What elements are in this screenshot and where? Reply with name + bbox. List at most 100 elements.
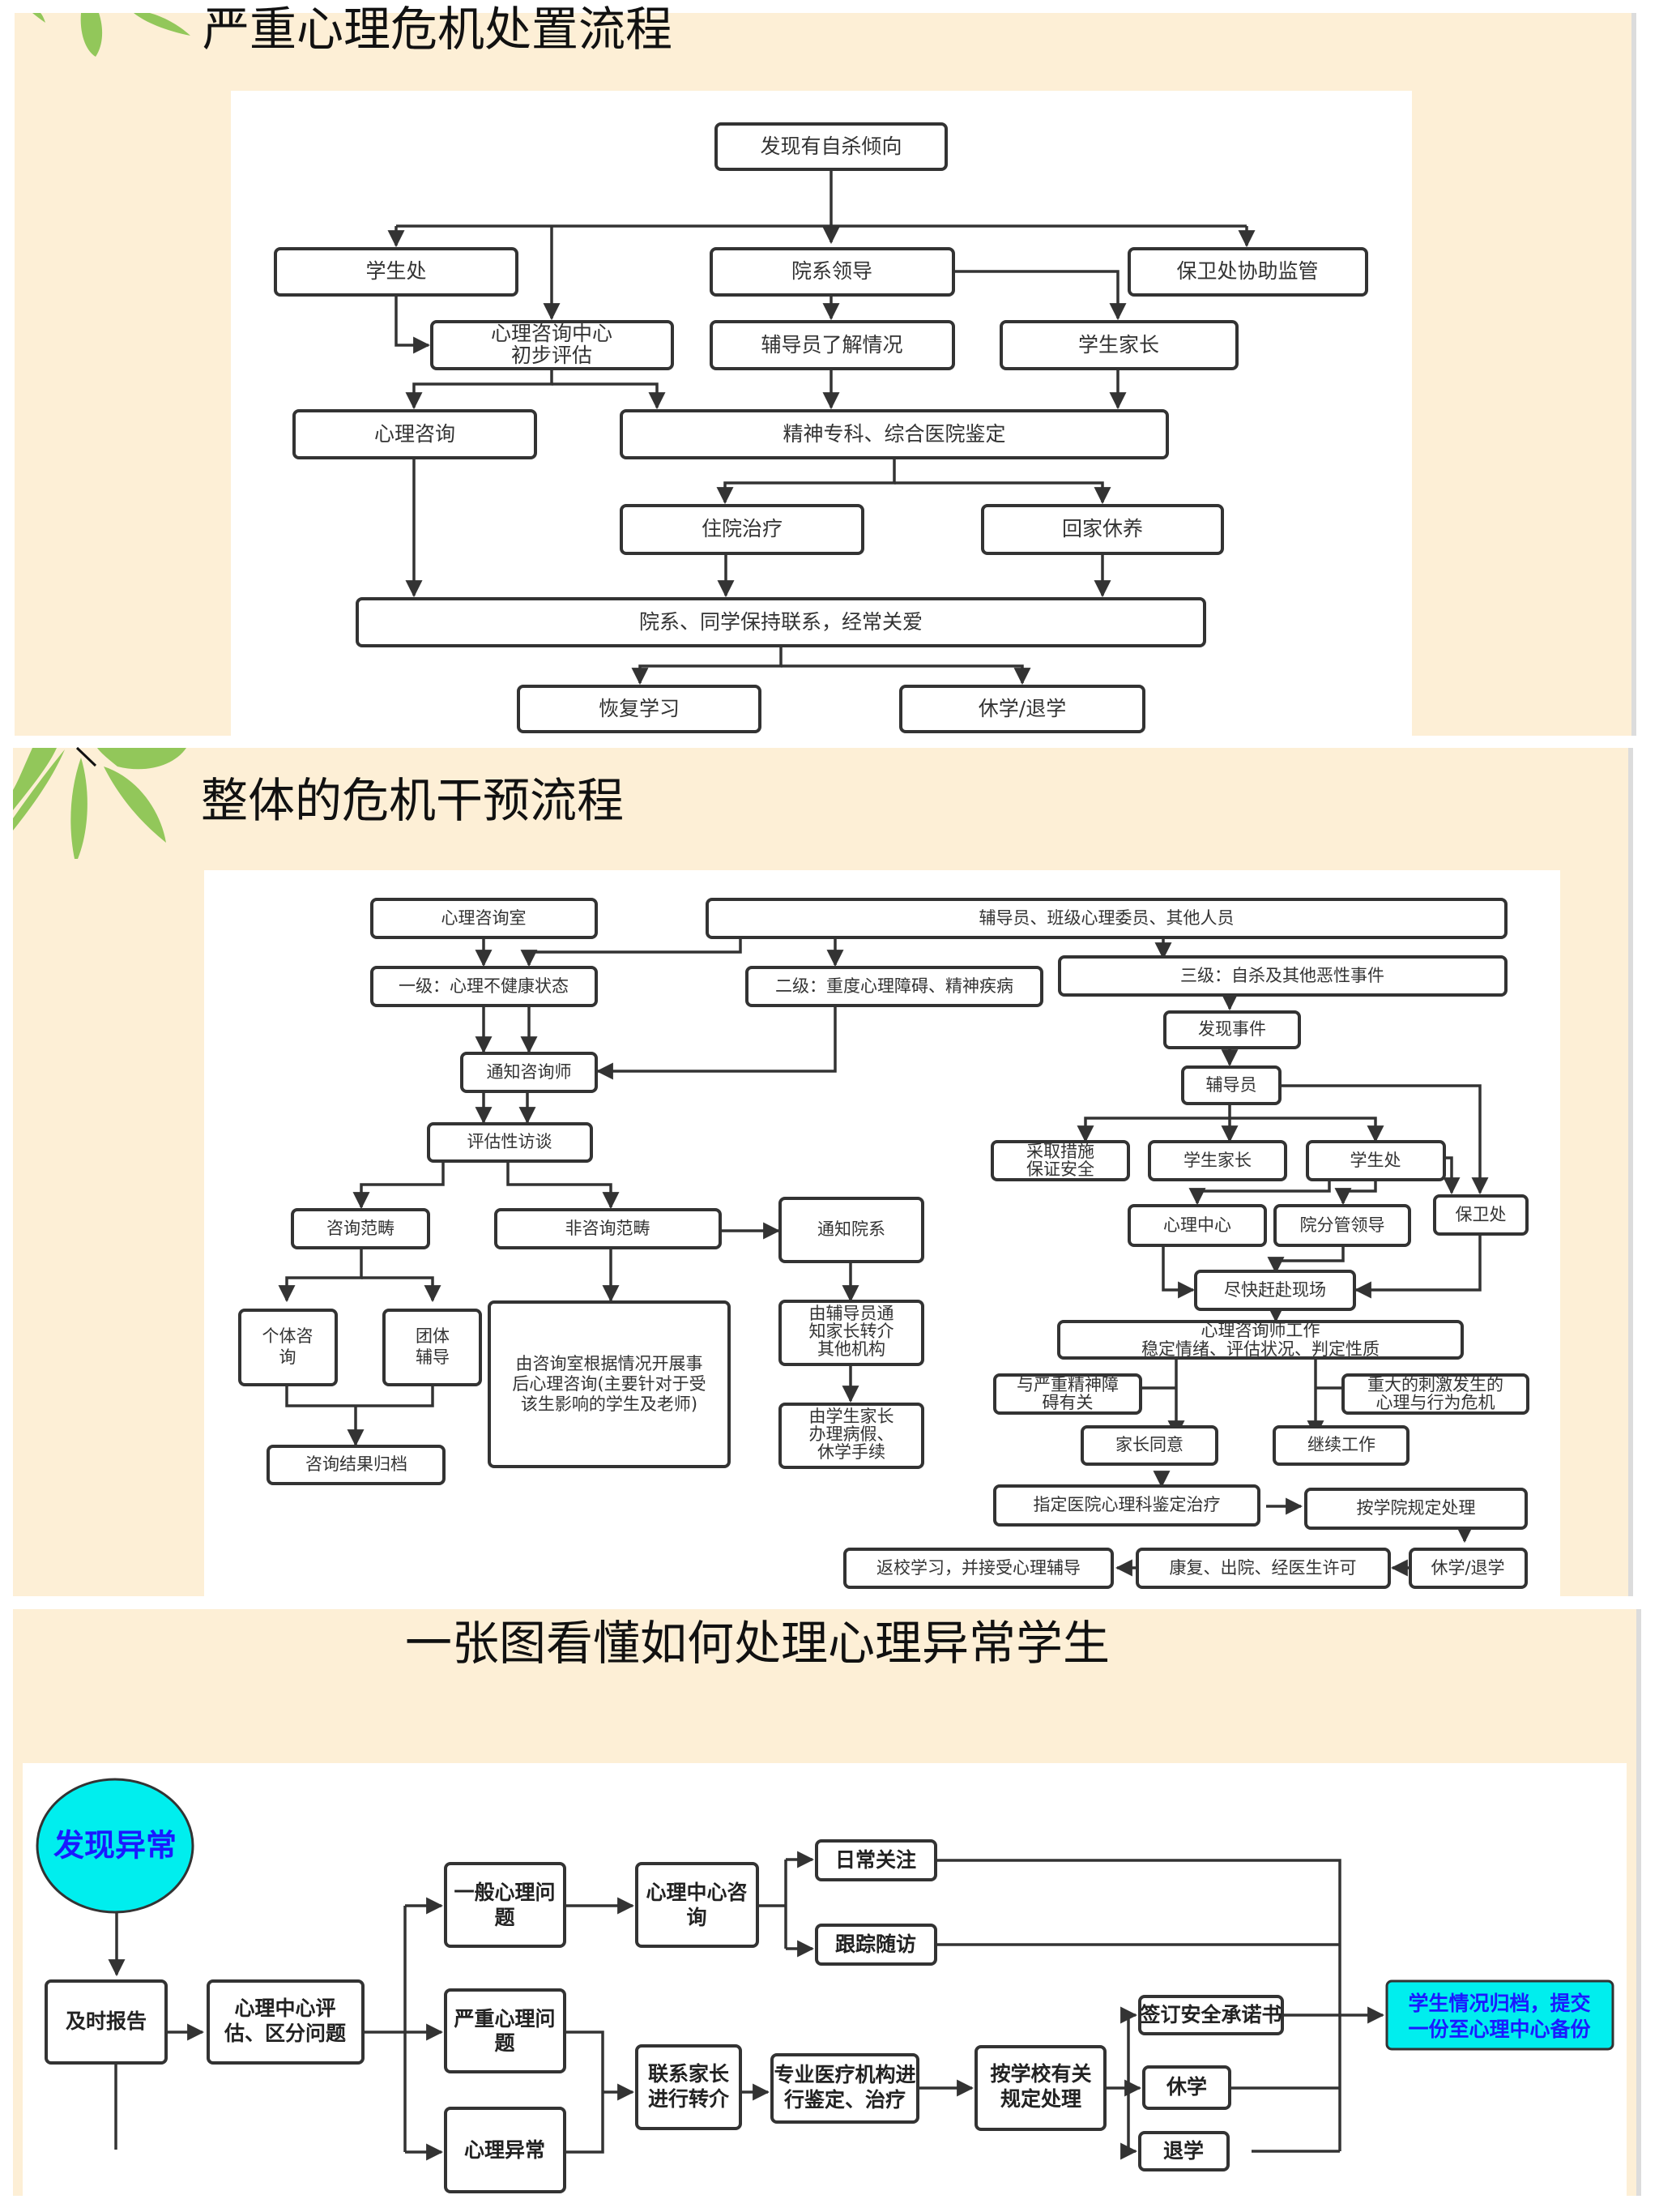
node-counseling-room[interactable]: 心理咨询室: [370, 898, 598, 939]
node-home-rest[interactable]: 回家休养: [981, 504, 1224, 555]
node-dept-leader-2[interactable]: 院分管领导: [1273, 1204, 1411, 1247]
svg-text:休学手续: 休学手续: [817, 1442, 885, 1462]
svg-text:题: 题: [494, 2031, 514, 2055]
node-hospitalization[interactable]: 住院治疗: [620, 504, 864, 555]
svg-text:心理咨询师工作: 心理咨询师工作: [1201, 1321, 1320, 1340]
node-recovery-discharge[interactable]: 康复、出院、经医生许可: [1136, 1548, 1391, 1589]
panel-overall-intervention: 整体的危机干预流程: [13, 746, 1633, 1596]
node-suspend-withdraw-2[interactable]: 休学/退学: [1409, 1548, 1528, 1589]
node-counseling[interactable]: 心理咨询: [292, 409, 537, 459]
node-assessment-interview[interactable]: 评估性访谈: [427, 1122, 593, 1163]
node-college-rules[interactable]: 按学院规定处理: [1304, 1488, 1528, 1530]
svg-text:学生家长: 学生家长: [1183, 1151, 1252, 1170]
svg-text:稳定情绪、评估状况、判定性质: 稳定情绪、评估状况、判定性质: [1141, 1339, 1380, 1359]
node-withdraw-school[interactable]: 退学: [1138, 2131, 1230, 2171]
svg-text:一级：心理不健康状态: 一级：心理不健康状态: [399, 976, 569, 996]
node-archive-submit[interactable]: 学生情况归档，提交 一份至心理中心备份: [1385, 1979, 1614, 2051]
panel-title: 严重心理危机处置流程: [203, 2, 672, 57]
node-mental-abnormality[interactable]: 心理异常: [444, 2107, 566, 2193]
node-suspend-school[interactable]: 休学: [1142, 2065, 1231, 2110]
node-counselor-investigate[interactable]: 辅导员了解情况: [710, 320, 955, 370]
svg-text:询: 询: [686, 1906, 706, 1929]
node-counseling-scope[interactable]: 咨询范畴: [291, 1208, 430, 1249]
node-suspend-withdraw[interactable]: 休学/退学: [899, 685, 1145, 733]
node-counselor[interactable]: 辅导员: [1181, 1065, 1282, 1105]
node-rush-to-scene[interactable]: 尽快赶赴现场: [1194, 1270, 1356, 1311]
node-continue-work[interactable]: 继续工作: [1273, 1425, 1410, 1466]
node-archive-results[interactable]: 咨询结果归档: [267, 1445, 446, 1485]
edges-flow: [108, 1851, 1385, 2161]
node-event-found[interactable]: 发现事件: [1163, 1010, 1301, 1049]
svg-text:办理病假、: 办理病假、: [809, 1424, 894, 1444]
node-parent-consent[interactable]: 家长同意: [1081, 1425, 1218, 1466]
svg-text:评估性访谈: 评估性访谈: [467, 1132, 552, 1151]
node-hospital-assessment[interactable]: 精神专科、综合医院鉴定: [620, 409, 1169, 459]
node-keep-contact[interactable]: 院系、同学保持联系，经常关爱: [356, 597, 1206, 647]
node-hospital-treatment[interactable]: 指定医院心理科鉴定治疗: [993, 1484, 1260, 1527]
node-report-promptly[interactable]: 及时报告: [45, 1979, 168, 2065]
node-psych-center[interactable]: 心理中心: [1128, 1204, 1267, 1247]
svg-text:指定医院心理科鉴定治疗: 指定医院心理科鉴定治疗: [1034, 1495, 1221, 1514]
node-dept-leader[interactable]: 院系领导: [710, 247, 955, 297]
node-level-3[interactable]: 三级：自杀及其他恶性事件: [1058, 955, 1508, 997]
svg-text:团体: 团体: [416, 1326, 450, 1346]
node-safety-pledge[interactable]: 签订安全承诺书: [1138, 1995, 1284, 2035]
node-resume-study[interactable]: 恢复学习: [517, 685, 761, 733]
svg-text:返校学习，并接受心理辅导: 返校学习，并接受心理辅导: [876, 1558, 1081, 1578]
svg-text:询: 询: [279, 1347, 296, 1367]
node-level-1[interactable]: 一级：心理不健康状态: [370, 966, 598, 1007]
svg-text:跟踪随访: 跟踪随访: [835, 1932, 916, 1956]
node-follow-up[interactable]: 跟踪随访: [815, 1924, 937, 1966]
svg-text:规定处理: 规定处理: [1000, 2087, 1081, 2111]
node-student-affairs-2[interactable]: 学生处: [1306, 1140, 1446, 1181]
svg-text:按学院规定处理: 按学院规定处理: [1357, 1498, 1476, 1518]
svg-text:知家长转介: 知家长转介: [809, 1322, 894, 1341]
svg-text:其他机构: 其他机构: [817, 1339, 885, 1359]
svg-text:休学/退学: 休学/退学: [979, 697, 1066, 720]
node-security[interactable]: 保卫处: [1433, 1194, 1529, 1236]
node-discover-suicidal[interactable]: 发现有自杀倾向: [714, 122, 948, 171]
node-notify-dept[interactable]: 通知院系: [778, 1197, 924, 1263]
node-return-to-school[interactable]: 返校学习，并接受心理辅导: [843, 1548, 1114, 1589]
node-daily-attention[interactable]: 日常关注: [815, 1839, 937, 1881]
svg-text:发现事件: 发现事件: [1198, 1019, 1266, 1039]
svg-text:院系、同学保持联系，经常关爱: 院系、同学保持联系，经常关爱: [639, 610, 923, 634]
node-level-2[interactable]: 二级：重度心理障碍、精神疾病: [745, 966, 1043, 1007]
node-parents-2[interactable]: 学生家长: [1148, 1140, 1287, 1181]
svg-text:严重心理问: 严重心理问: [454, 2007, 555, 2031]
svg-text:发现异常: 发现异常: [53, 1828, 177, 1864]
node-non-counseling-scope[interactable]: 非咨询范畴: [494, 1208, 722, 1249]
node-notify-counselor[interactable]: 通知咨询师: [460, 1052, 598, 1093]
svg-text:联系家长: 联系家长: [648, 2062, 730, 2086]
svg-text:估、区分问题: 估、区分问题: [224, 2022, 346, 2045]
node-parents[interactable]: 学生家长: [1000, 320, 1239, 370]
bamboo-leaf-icon: [13, 746, 186, 859]
panel-edge: [1631, 13, 1636, 736]
node-security-supervision[interactable]: 保卫处协助监管: [1128, 247, 1368, 297]
svg-text:退学: 退学: [1163, 2139, 1204, 2163]
node-discover-abnormal[interactable]: 发现异常: [36, 1778, 194, 1914]
node-reporters[interactable]: 辅导员、班级心理委员、其他人员: [706, 898, 1508, 939]
panel-title: 一张图看懂如何处理心理异常学生: [405, 1616, 1110, 1671]
node-student-affairs[interactable]: 学生处: [274, 247, 518, 297]
svg-text:心理与行为危机: 心理与行为危机: [1376, 1393, 1495, 1412]
svg-text:尽快赶赴现场: 尽快赶赴现场: [1224, 1280, 1326, 1300]
